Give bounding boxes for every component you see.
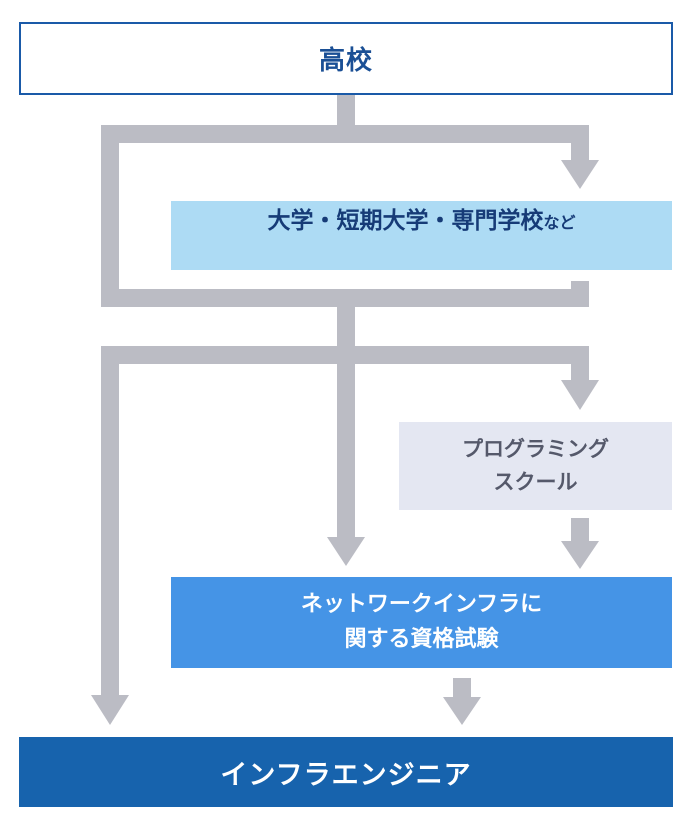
node-programming-school: プログラミング スクール (399, 422, 672, 510)
arrow-head-certification-to-engineer (443, 697, 481, 725)
node-university-label: 大学・短期大学・専門学校 (267, 208, 544, 234)
node-engineer-label: インフラエンジニア (220, 759, 472, 791)
node-engineer: インフラエンジニア (19, 737, 673, 807)
connector-line (101, 346, 589, 695)
node-university: 大学・短期大学・専門学校など (171, 201, 672, 270)
arrow-head-to-engineer-left (91, 695, 129, 725)
arrow-head-to-certification (327, 537, 365, 566)
node-high-school-label: 高校 (318, 46, 373, 76)
arrow-head-to-programming-school (561, 380, 599, 410)
connector-line (346, 125, 589, 160)
node-programming-school-line1: プログラミング (462, 437, 609, 462)
arrow-head-school-to-certification (561, 541, 599, 569)
node-certification-line2: 関する資格試験 (344, 626, 499, 652)
node-high-school: 高校 (19, 22, 673, 95)
node-certification-line1: ネットワークインフラに (300, 592, 543, 618)
node-university-suffix: など (543, 213, 576, 232)
node-programming-school-line2: スクール (493, 470, 578, 494)
node-certification: ネットワークインフラに 関する資格試験 (171, 577, 672, 668)
arrow-head-to-university (561, 160, 599, 189)
